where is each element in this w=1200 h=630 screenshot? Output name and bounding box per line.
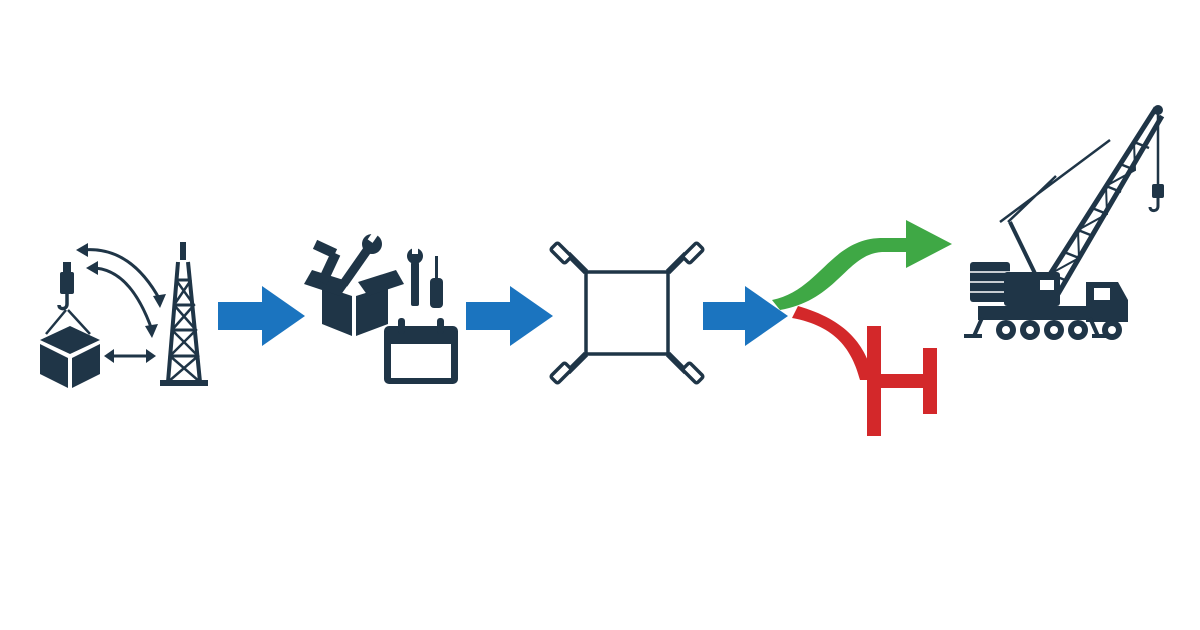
- outrigger-pad-top-left: [549, 241, 589, 275]
- toolbox-schedule-icon: [304, 231, 458, 384]
- truck-cab-window: [1094, 288, 1110, 300]
- hook-icon: [57, 294, 69, 311]
- crane-lift-radius-icon: [40, 242, 208, 388]
- mobile-crane-icon: [964, 105, 1165, 340]
- outrigger-pad-bottom-right: [665, 351, 705, 385]
- pendant-ropes: [999, 138, 1111, 224]
- carrier-chassis: [978, 306, 1100, 320]
- operator-cab-window: [1040, 280, 1054, 290]
- outrigger-pad-bottom-left: [549, 351, 589, 385]
- lattice-tower-icon: [160, 242, 208, 386]
- toolbox-icon: [304, 270, 404, 336]
- spanner-icon: [407, 246, 423, 306]
- hook-pulley: [60, 272, 74, 294]
- crane-hook-icon: [1148, 114, 1164, 213]
- hook-block: [63, 262, 71, 272]
- calendar-icon: [384, 318, 458, 384]
- flow-arrow-2: [466, 286, 553, 346]
- wrench-icon: [339, 231, 382, 287]
- go-no-go-decision-icon: [772, 220, 952, 436]
- cube-load-icon: [40, 326, 100, 388]
- bolt-icon: [312, 239, 341, 285]
- footprint-square: [584, 270, 670, 356]
- flow-arrow-3: [703, 286, 788, 346]
- outrigger-pad-top-right: [665, 241, 705, 275]
- radius-arrows: [76, 243, 166, 363]
- screwdriver-icon: [430, 256, 443, 308]
- outrigger-footprint-icon: [549, 241, 705, 385]
- sling-lines: [45, 309, 91, 335]
- stop-barrier-icon: [792, 306, 937, 436]
- crane-outriggers: [972, 317, 1100, 337]
- crane-boom: [1037, 105, 1165, 296]
- flow-arrow-1: [218, 286, 305, 346]
- go-arrow-icon: [772, 220, 952, 310]
- crane-wheels: [996, 320, 1122, 340]
